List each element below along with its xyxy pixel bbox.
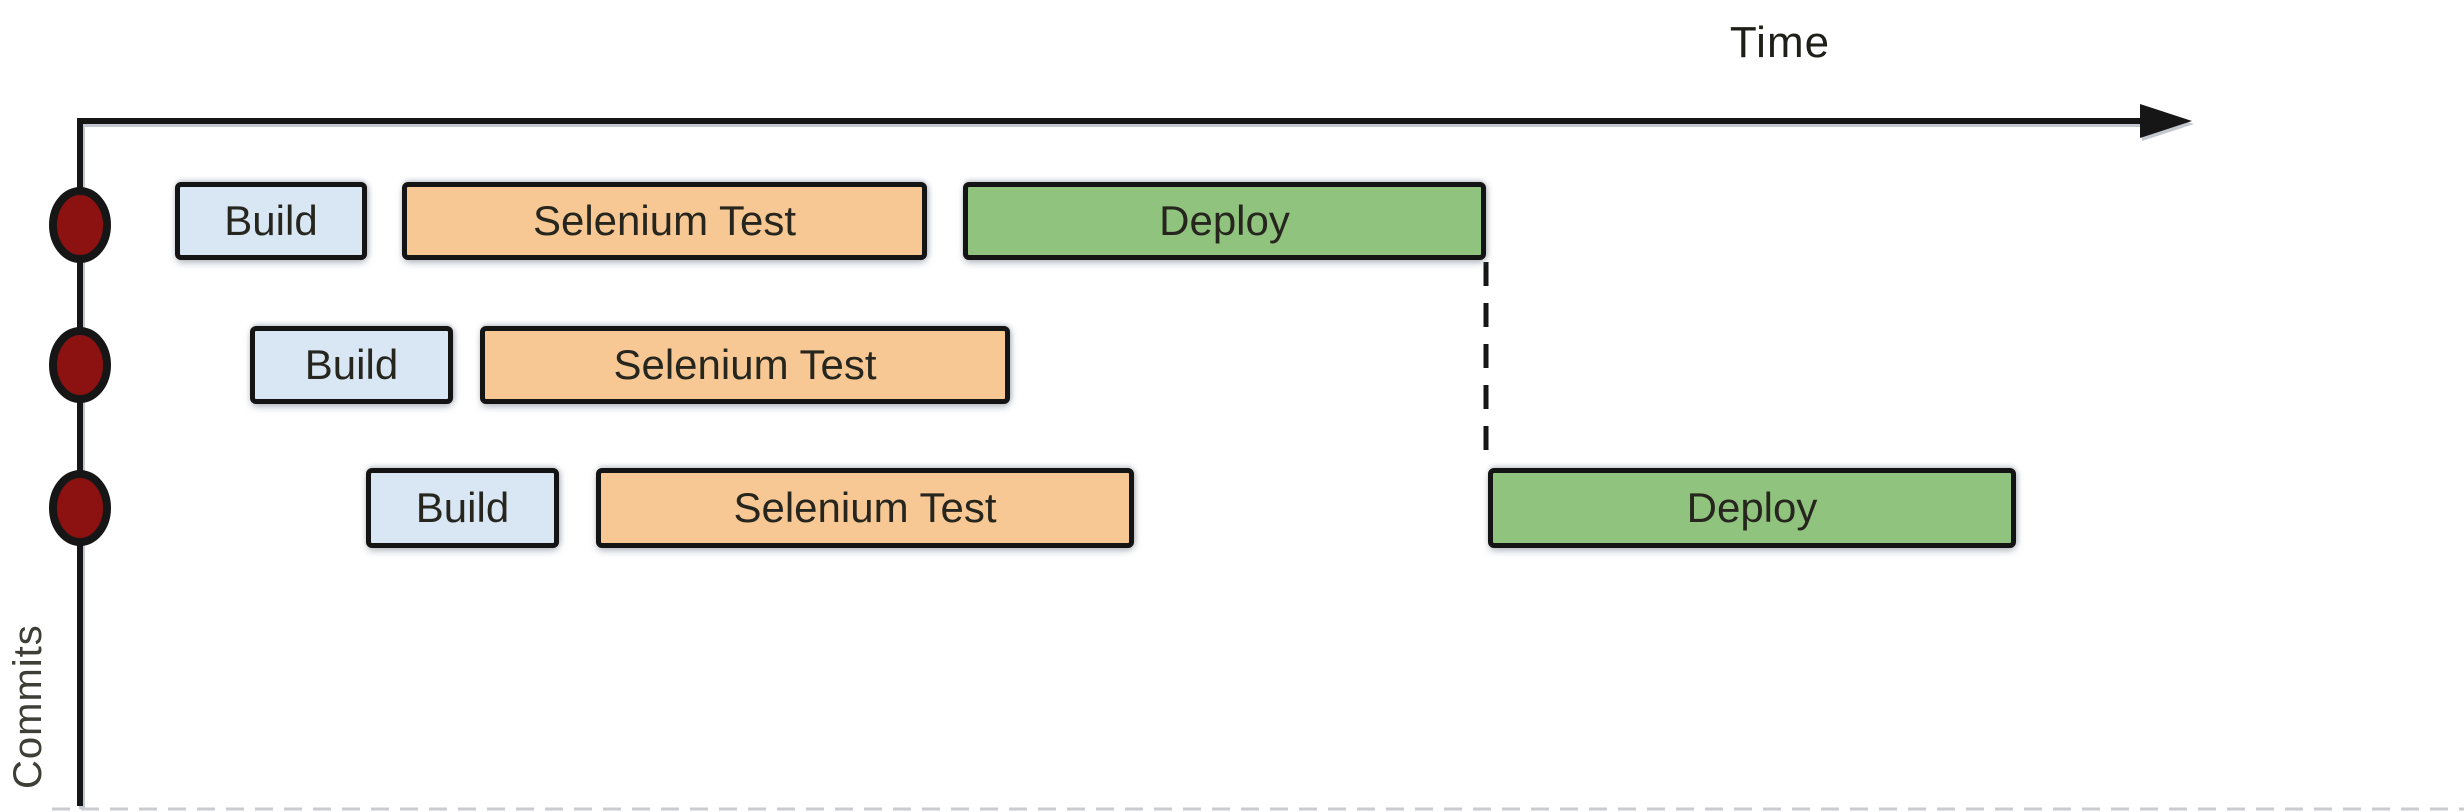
pipeline1-selenium-test-stage: Selenium Test xyxy=(402,182,927,260)
pipeline3-build-stage: Build xyxy=(366,468,559,548)
pipeline3-selenium-test-stage: Selenium Test xyxy=(596,468,1134,548)
stage-label: Selenium Test xyxy=(733,484,997,531)
stage-label: Selenium Test xyxy=(613,341,877,388)
stage-label: Build xyxy=(415,484,510,531)
commit-dot-icon xyxy=(49,187,111,263)
pipeline3-deploy-stage: Deploy xyxy=(1488,468,2016,548)
stage-label: Build xyxy=(224,197,318,244)
commit-dot-icon xyxy=(49,470,111,546)
commits-axis-label: Commits xyxy=(6,624,50,790)
stage-label: Selenium Test xyxy=(532,197,797,244)
time-axis-arrow-icon xyxy=(2140,104,2192,138)
stage-label: Deploy xyxy=(1686,484,1818,531)
stage-label: Build xyxy=(304,341,399,388)
commit-dot-icon xyxy=(49,327,111,403)
pipeline1-build-stage: Build xyxy=(175,182,367,260)
pipeline2-build-stage: Build xyxy=(250,326,453,404)
pipeline1-deploy-stage: Deploy xyxy=(963,182,1486,260)
pipeline2-selenium-test-stage: Selenium Test xyxy=(480,326,1010,404)
time-axis-label: Time xyxy=(1729,18,1831,67)
stage-label: Deploy xyxy=(1159,197,1290,244)
